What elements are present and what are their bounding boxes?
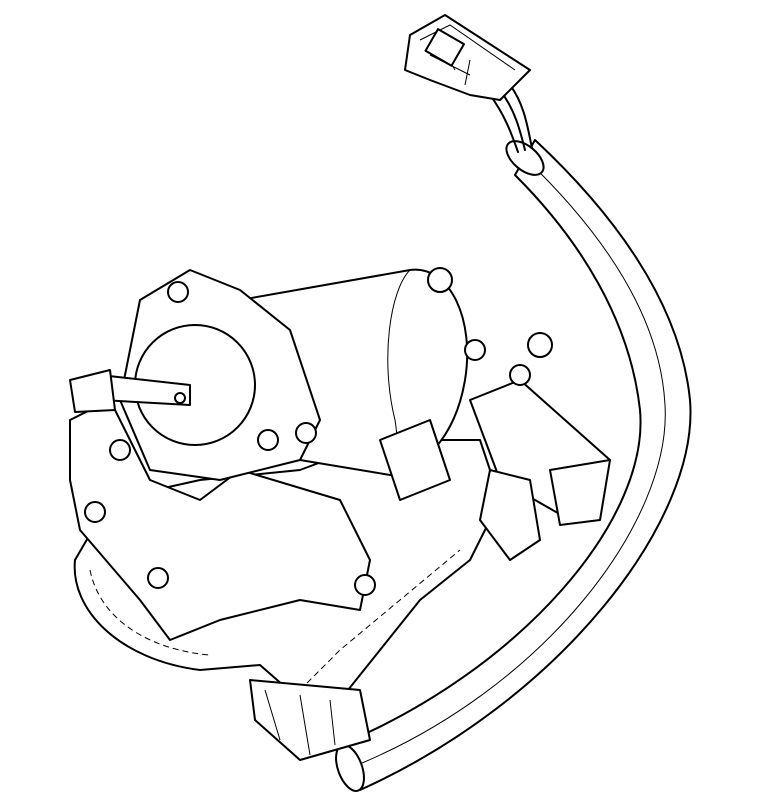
solenoid [379,379,611,561]
motor [69,268,469,481]
connector [404,14,533,153]
mounting-bracket [69,399,371,641]
hose [335,139,692,792]
bolts [84,267,553,596]
